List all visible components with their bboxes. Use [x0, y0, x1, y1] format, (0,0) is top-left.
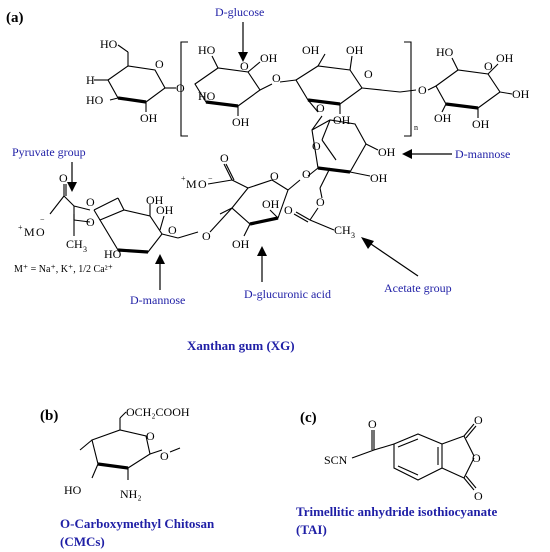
oh-mannose-top: OH — [378, 145, 396, 159]
oh-r3-top-left: OH — [302, 43, 320, 57]
caption-tai-line2: (TAI) — [296, 522, 327, 537]
arrow-d-mannose-left — [155, 254, 165, 290]
ring-glucose-1: HO H O HO OH O — [86, 37, 185, 125]
o-r1-ring: O — [155, 57, 164, 71]
ho-r1-bottom: HO — [86, 93, 104, 107]
repeat-subscript: n — [414, 123, 418, 132]
arrow-d-glucose — [238, 22, 248, 62]
oh-r3-top-right: OH — [346, 43, 364, 57]
ho-chitosan: HO — [64, 483, 82, 497]
o-r2-ring: O — [240, 59, 249, 73]
counterion-note: M⁺ = Na⁺, K⁺, 1/2 Ca²⁺ — [14, 264, 113, 275]
o-carboxyl-double: O — [220, 151, 229, 165]
oh-mannose-p-right: OH — [156, 203, 174, 217]
arrow-acetate — [361, 237, 419, 277]
panel-a-label: (a) — [6, 10, 24, 26]
arrow-d-glucuronic-acid — [257, 246, 267, 282]
oh-r1-bottom: OH — [140, 111, 158, 125]
o-link-2: O — [272, 71, 281, 85]
o-pyruvate: O — [36, 225, 45, 239]
o-chitosan-ring: O — [146, 429, 155, 443]
oh-mannose-bottom: OH — [370, 171, 388, 185]
ho-mannose-p: HO — [104, 247, 122, 261]
label-pyruvate-group: Pyruvate group — [12, 145, 86, 159]
ring-mannose-branch: O OH OH O — [302, 115, 396, 199]
caption-tai-line1: Trimellitic anhydride isothiocyanate — [296, 504, 497, 519]
label-acetate-group: Acetate group — [384, 281, 452, 295]
o-acetate-ester: O — [316, 195, 325, 209]
o-r4-ring: O — [484, 59, 493, 73]
o-carboxylate: O — [198, 177, 207, 191]
o-mannose-ring: O — [312, 139, 321, 153]
arrow-pyruvate — [67, 162, 77, 192]
nh2-chitosan: NH₂ — [120, 487, 142, 501]
o-link-branch: O — [316, 101, 325, 115]
svg-text:−: − — [40, 215, 45, 224]
oh-glucuronic-bottom-right: OH — [262, 197, 280, 211]
label-d-mannose-left: D-mannose — [130, 293, 185, 307]
ho-r4-top: HO — [436, 45, 454, 59]
m-carboxylate: M — [186, 177, 197, 191]
svg-text:3: 3 — [351, 231, 355, 240]
ring-glucose-2: HO O OH HO OH O — [194, 43, 297, 129]
ring-mannose-pyruvate: O OH OH HO O O CH 3 O M + O − — [18, 171, 199, 261]
o-mannose-link: O — [302, 167, 311, 181]
oh-r4-left: OH — [434, 111, 452, 125]
m-pyruvate: M — [24, 225, 35, 239]
ring-glucose-3: OH OH O OH O — [295, 43, 401, 127]
o-pyruvate-carbonyl: O — [59, 171, 68, 185]
ho-r2-mid: HO — [198, 89, 216, 103]
o-chitosan-link: O — [160, 449, 169, 463]
oh-r1-top: HO — [100, 37, 118, 51]
o-pyruvate-ketal-2: O — [86, 215, 95, 229]
panel-b-label: (b) — [40, 408, 58, 424]
scn-group: SCN — [324, 453, 348, 467]
o-anhydride-ring: O — [472, 451, 481, 465]
arrow-d-mannose-right — [402, 149, 452, 159]
ring-glucuronic-acid: O O M + O − O OH OH — [181, 151, 301, 251]
svg-text:−: − — [208, 174, 213, 183]
chitosan-structure: OCH₂COOH O O HO NH₂ — [64, 405, 190, 501]
caption-cmcs-line1: O-Carboxymethyl Chitosan — [60, 516, 215, 531]
ch3-acetate: CH — [334, 223, 351, 237]
svg-text:+: + — [181, 174, 186, 183]
o-glucuronic-link: O — [202, 229, 211, 243]
o-pyruvate-ketal-1: O — [86, 195, 95, 209]
oh-r4-bottom: OH — [472, 117, 490, 131]
repeat-bracket: n — [180, 41, 418, 137]
label-d-glucuronic-acid: D-glucuronic acid — [244, 287, 331, 301]
chitosan-substituent: OCH₂COOH — [126, 405, 190, 419]
o-acetate-carbonyl: O — [284, 203, 293, 217]
h-r1: H — [86, 73, 95, 87]
svg-text:3: 3 — [83, 245, 87, 254]
acetate-group: O O CH 3 — [284, 195, 355, 240]
o-glucuronic-ring: O — [270, 169, 279, 183]
ho-r2-top: HO — [198, 43, 216, 57]
oh-r3-bottom: OH — [333, 113, 351, 127]
oh-mannose-p-top: OH — [146, 193, 164, 207]
oh-r2-bottom: OH — [232, 115, 250, 129]
oh-r2-top: OH — [260, 51, 278, 65]
o-r3-ring: O — [364, 67, 373, 81]
caption-xanthan-gum: Xanthan gum (XG) — [187, 338, 295, 353]
oh-r4-right: OH — [512, 87, 530, 101]
o-mannose-p-ring: O — [168, 223, 177, 237]
label-d-glucose: D-glucose — [215, 5, 264, 19]
svg-text:+: + — [18, 223, 23, 232]
o-link-3: O — [418, 83, 427, 97]
ring-glucose-4: O HO O OH OH OH OH — [399, 45, 530, 131]
tai-structure: O O O O SCN — [324, 413, 483, 503]
label-d-mannose-right: D-mannose — [455, 147, 510, 161]
oh-glucuronic-bottom-left: OH — [232, 237, 250, 251]
o-anhydride-top: O — [474, 413, 483, 427]
caption-cmcs-line2: (CMCs) — [60, 534, 105, 549]
oh-r4-top: OH — [496, 51, 514, 65]
o-anhydride-bottom: O — [474, 489, 483, 503]
ch3-pyruvate: CH — [66, 237, 83, 251]
panel-c-label: (c) — [300, 410, 317, 426]
o-acyl: O — [368, 417, 377, 431]
